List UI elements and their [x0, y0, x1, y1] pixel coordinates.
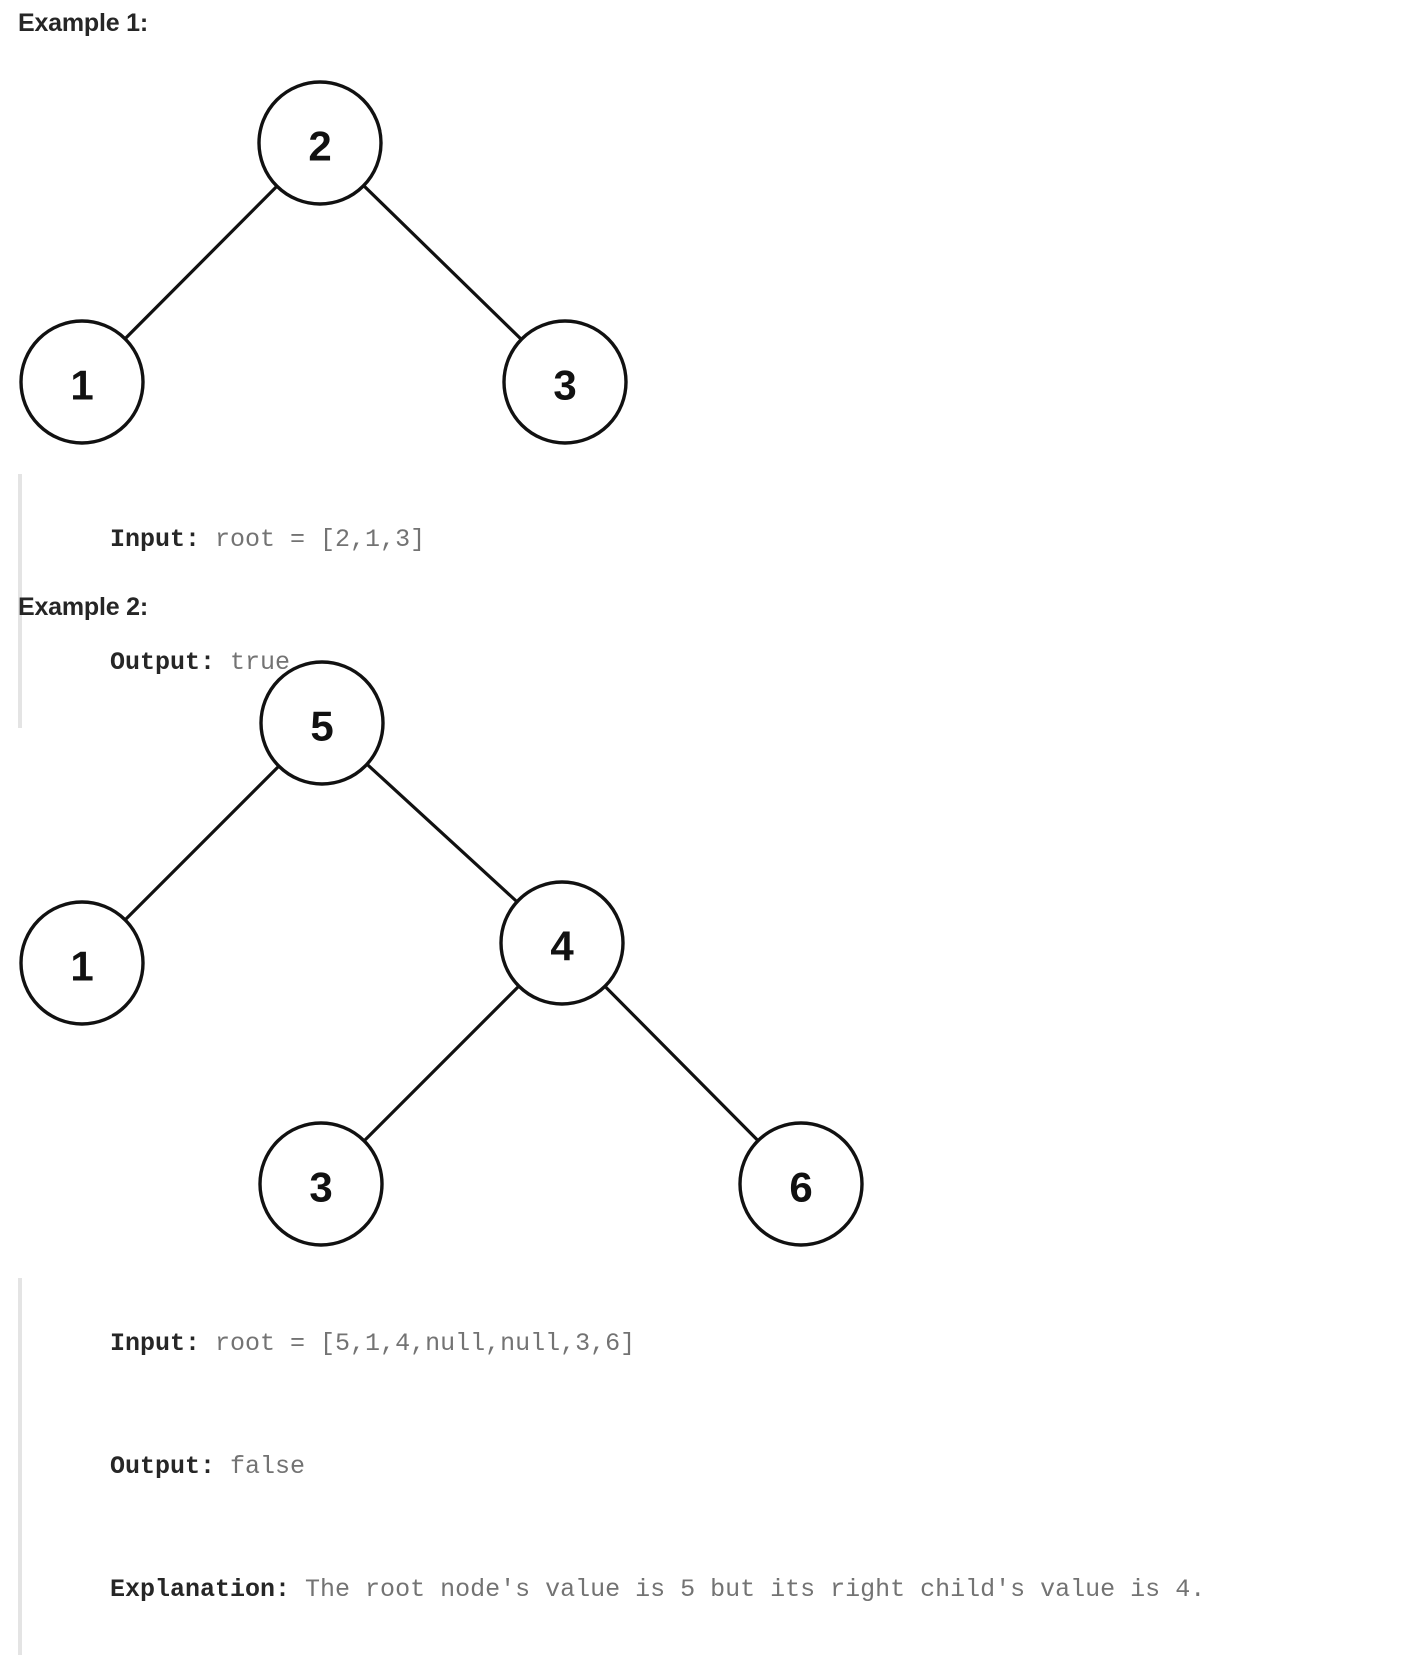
code-line-value: root = [5,1,4,null,null,3,6]	[200, 1329, 636, 1358]
tree-node-2: 2	[257, 80, 383, 206]
tree-node-circle	[259, 660, 385, 786]
code-line-value: The root node's value is 5 but its right…	[290, 1575, 1206, 1604]
code-line-label: Output:	[110, 648, 216, 677]
code-line-output: Output: false	[50, 1405, 1398, 1528]
example-1-tree-diagram: 2 1 3	[0, 60, 900, 460]
tree-nodes-group: 5 1 4 3 6	[19, 660, 864, 1247]
tree-node-value: 5	[310, 703, 333, 750]
example-2-heading: Example 2:	[18, 593, 149, 621]
code-line-value: false	[215, 1452, 306, 1481]
tree-node-circle	[19, 900, 145, 1026]
tree-node-circle	[499, 880, 625, 1006]
tree-node-6: 6	[738, 1121, 864, 1247]
binary-tree-svg-example-1: 2 1 3	[19, 80, 628, 445]
tree-nodes-group: 2 1 3	[19, 80, 628, 445]
example-1-heading: Example 1:	[18, 9, 149, 37]
tree-node-1: 1	[19, 319, 145, 445]
tree-node-value: 3	[553, 362, 576, 409]
tree-node-1: 1	[19, 900, 145, 1026]
code-line-input: Input: root = [5,1,4,null,null,3,6]	[50, 1282, 1398, 1405]
code-line-explanation: Explanation: The root node's value is 5 …	[50, 1528, 1398, 1651]
tree-node-circle	[502, 319, 628, 445]
tree-node-value: 1	[70, 362, 93, 409]
code-line-value: root = [2,1,3]	[200, 525, 426, 554]
tree-node-value: 3	[309, 1164, 332, 1211]
code-line-label: Input:	[110, 525, 201, 554]
tree-node-value: 6	[789, 1164, 812, 1211]
tree-node-3: 3	[258, 1121, 384, 1247]
code-line-label: Output:	[110, 1452, 216, 1481]
tree-node-value: 2	[308, 123, 331, 170]
tree-node-value: 1	[70, 943, 93, 990]
example-2-code-block: Input: root = [5,1,4,null,null,3,6] Outp…	[18, 1278, 1398, 1655]
tree-node-circle	[738, 1121, 864, 1247]
tree-edges-group	[80, 721, 803, 1186]
binary-tree-svg-example-2: 5 1 4 3 6	[19, 660, 864, 1247]
tree-node-3: 3	[502, 319, 628, 445]
tree-node-value: 4	[550, 923, 574, 970]
tree-node-circle	[257, 80, 383, 206]
code-line-label: Input:	[110, 1329, 201, 1358]
tree-node-4: 4	[499, 880, 625, 1006]
code-line-value: true	[215, 648, 291, 677]
tree-node-circle	[258, 1121, 384, 1247]
tree-node-5: 5	[259, 660, 385, 786]
code-line-input: Input: root = [2,1,3]	[50, 478, 1018, 601]
code-line-output: Output: true	[50, 601, 1018, 724]
code-line-label: Explanation:	[110, 1575, 291, 1604]
tree-node-circle	[19, 319, 145, 445]
example-2-tree-diagram: 5 1 4 3 6	[0, 640, 950, 1265]
example-1-code-block: Input: root = [2,1,3] Output: true	[18, 474, 1018, 728]
